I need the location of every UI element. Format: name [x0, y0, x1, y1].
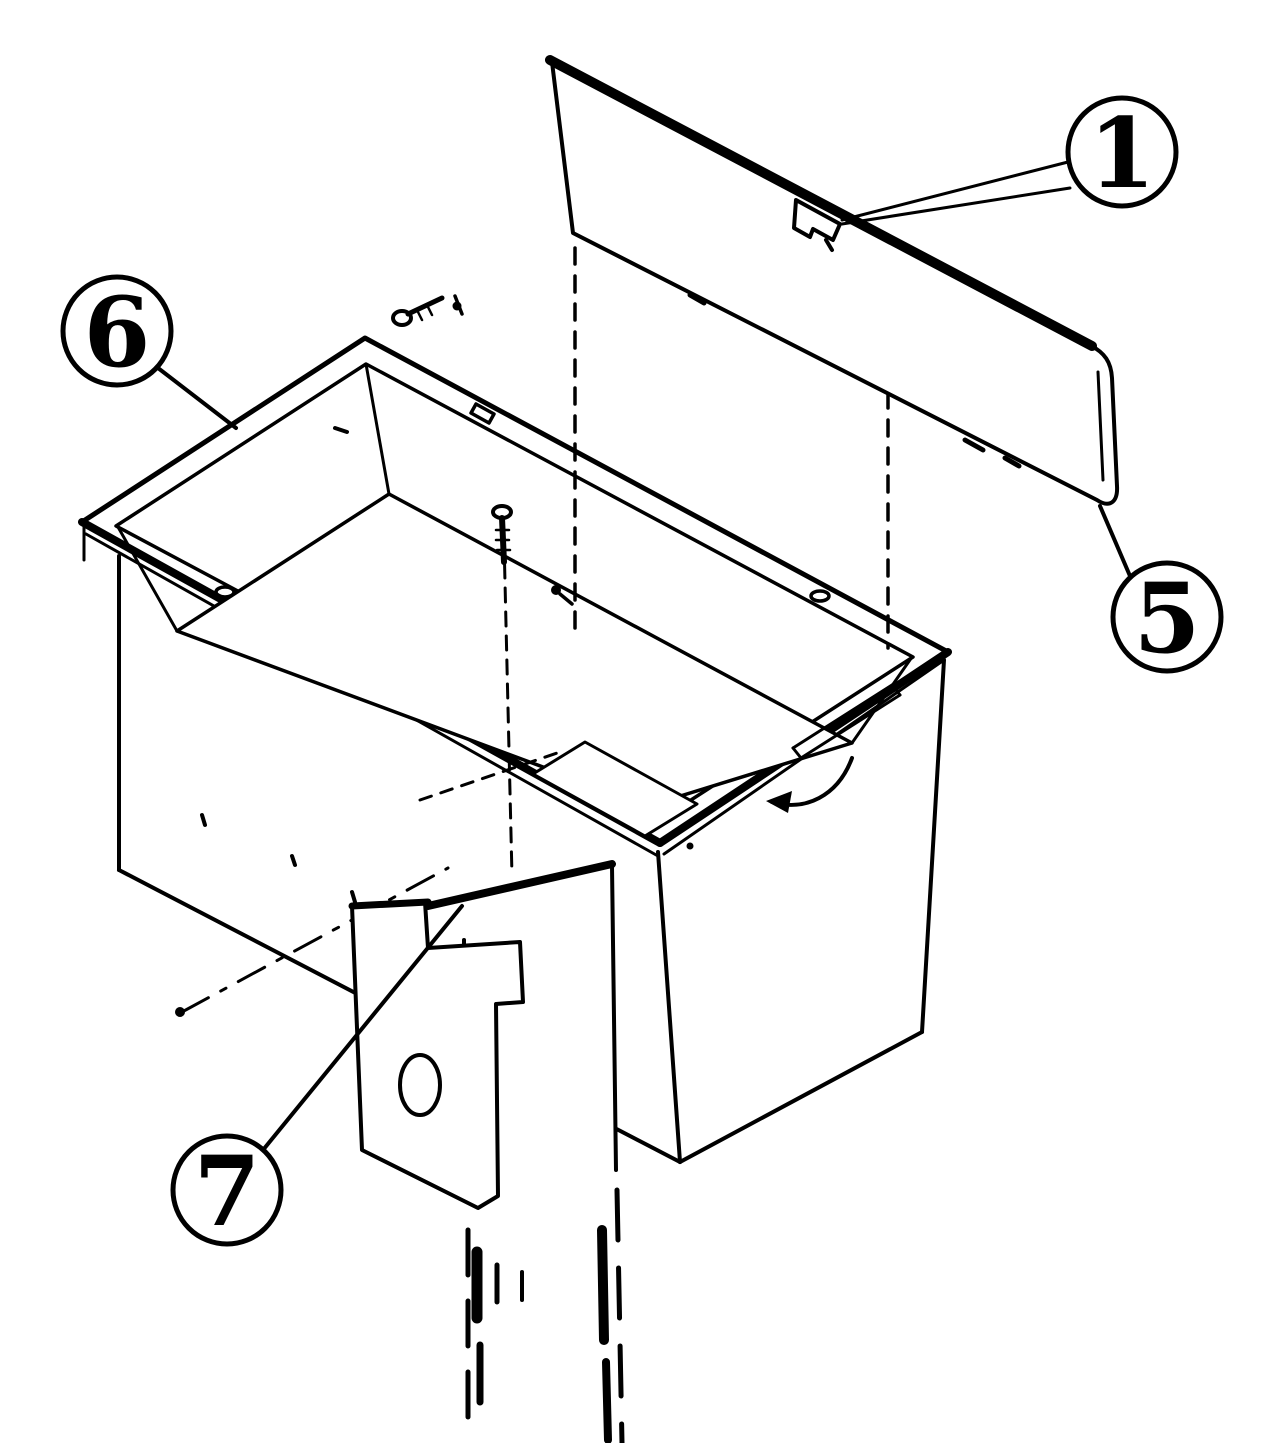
- rim-mounting-holes: [214, 402, 831, 850]
- screw-top-small: [452, 294, 464, 316]
- callout-5-leader: [1098, 504, 1132, 578]
- bracket-hole: [398, 1053, 442, 1117]
- floor-plate: [531, 740, 699, 838]
- callout-1: 1: [840, 95, 1179, 226]
- cover-panel-face: [550, 60, 1120, 506]
- box-rim-back-edges: [79, 335, 951, 655]
- cover-top-edge: [545, 55, 1097, 351]
- small-fastener-dot: [175, 1007, 185, 1017]
- screw-small-center: [551, 585, 574, 606]
- post-sketch-marks: [471, 1225, 612, 1443]
- callout-1-leader-2: [840, 186, 1072, 226]
- callout-1-circle: [1065, 95, 1179, 209]
- cover-bottom-marks: [687, 292, 1022, 469]
- post-right-edge: [610, 864, 618, 1172]
- screw-vertical: [491, 504, 513, 565]
- enclosure-box: [78, 335, 952, 1164]
- centerline-to-bracket: [180, 866, 450, 1014]
- bracket-plate: [350, 900, 525, 1210]
- cover-right-inner-line: [1096, 370, 1105, 482]
- callout-6-label: 6: [84, 276, 151, 389]
- rim-latch-slot: [791, 683, 902, 760]
- screw-top-left: [391, 295, 445, 327]
- bracket-top-edge: [348, 898, 432, 910]
- hidden-edge-dashes: [418, 750, 562, 802]
- callout-5: 5: [1098, 504, 1224, 675]
- texture-marks: [200, 426, 357, 904]
- callout-7: 7: [170, 904, 464, 1248]
- callout-7-label: 7: [194, 1135, 261, 1248]
- screw-axis-line: [502, 538, 514, 878]
- post-right-edge-broken: [614, 1187, 625, 1443]
- assembly-alignment-lines: [175, 246, 890, 1017]
- fasteners: [391, 294, 574, 606]
- callout-5-label: 5: [1134, 562, 1201, 675]
- latch-tab: [792, 198, 842, 252]
- callout-7-circle: [170, 1133, 284, 1247]
- callout-7-leader: [261, 904, 464, 1152]
- callout-1-label: 1: [1089, 97, 1156, 210]
- callout-6: 6: [60, 274, 238, 430]
- callout-5-circle: [1110, 560, 1224, 674]
- direction-arrow: [766, 756, 854, 813]
- callout-6-circle: [60, 274, 174, 388]
- bracket-shelf-edge: [424, 860, 616, 910]
- callout-6-leader: [156, 366, 238, 430]
- callout-1-leader: [840, 160, 1070, 222]
- cover-panel: [545, 55, 1120, 506]
- mounting-bracket: [348, 860, 616, 1210]
